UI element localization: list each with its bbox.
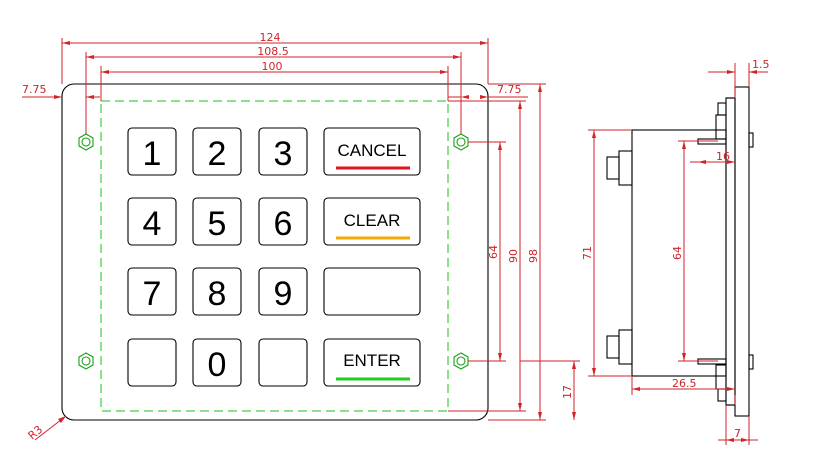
side-stud-top-right — [697, 102, 754, 148]
key-clear-label: CLEAR — [344, 211, 401, 230]
key-8-label: 8 — [208, 275, 227, 313]
key-3-label: 3 — [274, 135, 293, 173]
key-9-label: 9 — [274, 275, 293, 313]
key-3[interactable]: 3 — [258, 127, 308, 176]
dim-right-margin: 7.75 — [497, 83, 522, 96]
key-cancel[interactable]: CANCEL — [323, 127, 421, 176]
key-blank-left[interactable] — [127, 338, 177, 387]
key-5[interactable]: 5 — [192, 197, 242, 246]
dim-bolt-spacing-width: 100 — [262, 60, 283, 73]
key-5-label: 5 — [208, 205, 227, 243]
dim-overall-width: 124 — [260, 31, 281, 44]
key-4[interactable]: 4 — [127, 197, 177, 246]
dim-hole-spacing-width: 108.5 — [257, 45, 289, 58]
key-2-label: 2 — [208, 135, 227, 173]
key-1[interactable]: 1 — [127, 127, 177, 176]
side-stud-bottom-left — [606, 329, 633, 365]
key-2[interactable]: 2 — [192, 127, 242, 176]
key-blank-function[interactable] — [323, 267, 421, 316]
dim-side-stud-spacing: 64 — [671, 246, 684, 260]
key-7-label: 7 — [143, 275, 162, 313]
key-6-label: 6 — [274, 205, 293, 243]
mounting-hole-bottom-right — [453, 352, 469, 370]
key-enter-label: ENTER — [343, 351, 401, 370]
side-plate — [734, 86, 750, 417]
key-0[interactable]: 0 — [192, 338, 242, 387]
panel-outline — [61, 83, 489, 421]
key-blank-right[interactable] — [258, 338, 308, 387]
key-cancel-label: CANCEL — [338, 141, 407, 160]
dim-overall-height: 98 — [527, 249, 540, 263]
side-view — [606, 86, 754, 417]
key-0-label: 0 — [208, 346, 227, 384]
front-view: 1 2 3 CANCEL 4 5 6 CLEAR — [61, 83, 489, 421]
dim-stud-length: 16 — [716, 150, 730, 163]
key-enter[interactable]: ENTER — [323, 338, 421, 387]
dim-corner-radius: R3 — [26, 423, 46, 442]
dim-left-margin: 7.75 — [22, 83, 47, 96]
dim-hole-spacing-height: 64 — [487, 245, 500, 259]
mounting-hole-top-right — [453, 133, 469, 151]
cutout-dashed-outline — [100, 100, 449, 412]
key-8[interactable]: 8 — [192, 267, 242, 316]
key-1-label: 1 — [143, 135, 162, 173]
side-stud-bottom-right — [697, 354, 754, 402]
key-clear[interactable]: CLEAR — [323, 197, 421, 246]
mounting-hole-top-left — [78, 133, 94, 151]
mounting-hole-bottom-left — [78, 352, 94, 370]
dim-panel-inner-height: 90 — [507, 249, 520, 263]
side-dimensions: 71 64 1.5 16 26.5 7 — [581, 58, 770, 445]
dim-plate-thickness: 1.5 — [752, 58, 770, 71]
key-6[interactable]: 6 — [258, 197, 308, 246]
dim-bottom-depth: 7 — [734, 427, 741, 440]
key-4-label: 4 — [143, 205, 162, 243]
key-7[interactable]: 7 — [127, 267, 177, 316]
front-dimensions: 124 108.5 100 7.75 7.75 64 — [22, 31, 580, 442]
dim-body-depth: 26.5 — [672, 377, 697, 390]
dim-bottom-offset: 17 — [561, 385, 574, 399]
key-9[interactable]: 9 — [258, 267, 308, 316]
dim-side-height: 71 — [581, 246, 594, 260]
side-stud-top-left — [606, 150, 633, 186]
